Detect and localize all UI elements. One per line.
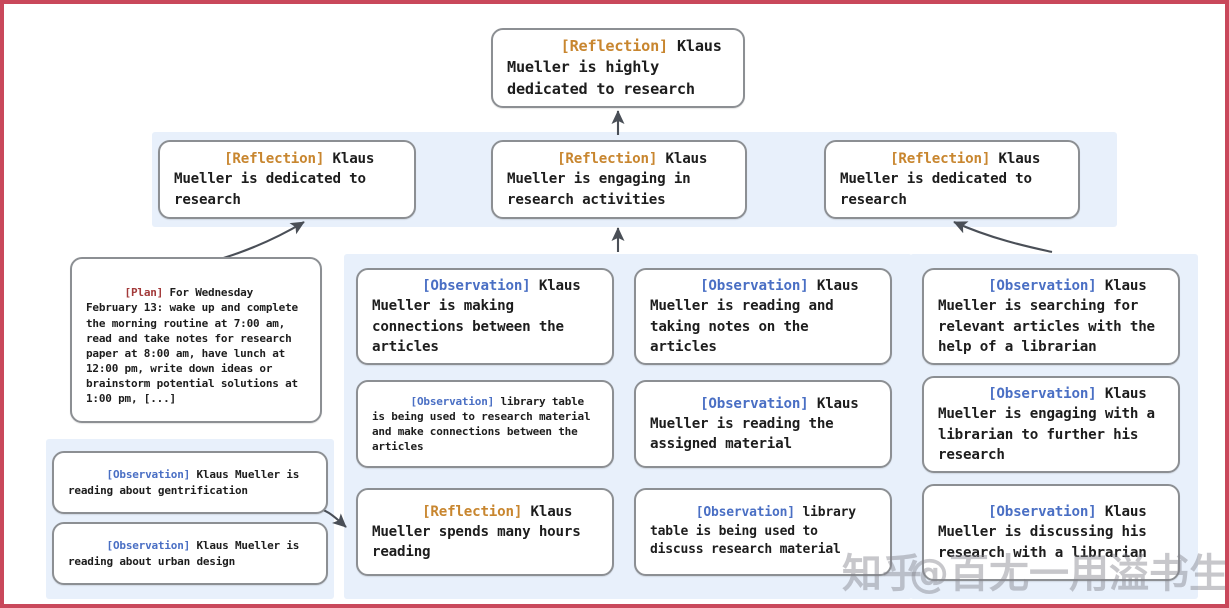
node-root-reflection-text: [Reflection] Klaus Mueller is highly ded…	[493, 14, 743, 122]
observation-body: Klaus Mueller is reading about gentrific…	[68, 468, 306, 497]
reflection-body: Klaus Mueller spends many hours reading	[372, 503, 589, 561]
node-obs-assigned-material[interactable]: [Observation] Klaus Mueller is reading t…	[634, 380, 892, 468]
node-reflection-right[interactable]: [Reflection] Klaus Mueller is dedicated …	[824, 140, 1080, 219]
observation-body: Klaus Mueller is engaging with a librari…	[938, 386, 1164, 463]
node-reflection-right-text: [Reflection] Klaus Mueller is dedicated …	[826, 129, 1078, 230]
watermark-logo: 知乎	[842, 551, 922, 597]
plan-body: For Wednesday February 13: wake up and c…	[86, 286, 305, 406]
node-reflection-hours-reading[interactable]: [Reflection] Klaus Mueller spends many h…	[356, 488, 614, 576]
observation-tag: [Observation]	[695, 505, 795, 521]
observation-body: Klaus Mueller is reading about urban des…	[68, 539, 306, 568]
observation-body: library table is being used to discuss r…	[650, 505, 864, 558]
reflection-body: Klaus Mueller is highly dedicated to res…	[507, 36, 731, 98]
node-obs-connections-text: [Observation] Klaus Mueller is making co…	[358, 256, 612, 377]
observation-tag: [Observation]	[106, 468, 191, 482]
observation-tag: [Observation]	[988, 278, 1097, 295]
watermark-handle: @百尢一用溢书生	[909, 551, 1229, 597]
node-obs-discussing-research-text: [Observation] Klaus Mueller is discussin…	[924, 482, 1178, 583]
node-obs-reading-notes-text: [Observation] Klaus Mueller is reading a…	[636, 256, 890, 377]
reflection-tag: [Reflection]	[422, 503, 523, 520]
reflection-body: Klaus Mueller is dedicated to research	[840, 151, 1049, 208]
node-obs-library-table-discuss[interactable]: [Observation] library table is being use…	[634, 488, 892, 576]
observation-tag: [Observation]	[988, 504, 1097, 521]
node-obs-engaging-librarian-text: [Observation] Klaus Mueller is engaging …	[924, 364, 1178, 485]
observation-tag: [Observation]	[410, 394, 495, 408]
node-obs-urban-design-text: [Observation] Klaus Mueller is reading a…	[54, 523, 326, 584]
observation-body: Klaus Mueller is reading and taking note…	[650, 278, 867, 355]
node-obs-gentrification-text: [Observation] Klaus Mueller is reading a…	[54, 452, 326, 513]
plan-tag: [Plan]	[124, 286, 164, 300]
node-plan[interactable]: [Plan] For Wednesday February 13: wake u…	[70, 257, 322, 423]
reflection-body: Klaus Mueller is dedicated to research	[174, 151, 383, 208]
observation-body: Klaus Mueller is discussing his research…	[938, 504, 1155, 561]
node-reflection-left-text: [Reflection] Klaus Mueller is dedicated …	[160, 129, 414, 230]
node-plan-text: [Plan] For Wednesday February 13: wake u…	[72, 259, 320, 422]
node-obs-discussing-research[interactable]: [Observation] Klaus Mueller is discussin…	[922, 484, 1180, 581]
node-obs-searching-articles[interactable]: [Observation] Klaus Mueller is searching…	[922, 268, 1180, 365]
node-obs-library-table-connections[interactable]: [Observation] library table is being use…	[356, 380, 614, 468]
observation-tag: [Observation]	[700, 395, 809, 412]
reflection-tag: [Reflection]	[560, 36, 669, 55]
reflection-tag: [Reflection]	[557, 151, 658, 168]
node-obs-reading-notes[interactable]: [Observation] Klaus Mueller is reading a…	[634, 268, 892, 365]
node-obs-connections[interactable]: [Observation] Klaus Mueller is making co…	[356, 268, 614, 365]
node-obs-gentrification[interactable]: [Observation] Klaus Mueller is reading a…	[52, 451, 328, 514]
reflection-tag: [Reflection]	[224, 151, 325, 168]
observation-tag: [Observation]	[422, 278, 531, 295]
node-reflection-center[interactable]: [Reflection] Klaus Mueller is engaging i…	[491, 140, 747, 219]
node-obs-engaging-librarian[interactable]: [Observation] Klaus Mueller is engaging …	[922, 376, 1180, 473]
observation-tag: [Observation]	[700, 278, 809, 295]
node-reflection-center-text: [Reflection] Klaus Mueller is engaging i…	[493, 129, 745, 230]
node-reflection-hours-reading-text: [Reflection] Klaus Mueller spends many h…	[358, 482, 612, 583]
node-obs-library-table-connections-text: [Observation] library table is being use…	[358, 378, 612, 469]
node-obs-urban-design[interactable]: [Observation] Klaus Mueller is reading a…	[52, 522, 328, 585]
observation-body: Klaus Mueller is reading the assigned ma…	[650, 395, 867, 453]
observation-tag: [Observation]	[106, 539, 191, 553]
node-obs-assigned-material-text: [Observation] Klaus Mueller is reading t…	[636, 374, 890, 475]
node-obs-library-table-discuss-text: [Observation] library table is being use…	[636, 486, 890, 578]
observation-body: Klaus Mueller is making connections betw…	[372, 278, 589, 355]
observation-tag: [Observation]	[988, 386, 1097, 403]
reflection-tag: [Reflection]	[890, 151, 991, 168]
observation-body: Klaus Mueller is searching for relevant …	[938, 278, 1164, 355]
reflection-body: Klaus Mueller is engaging in research ac…	[507, 151, 716, 208]
node-reflection-left[interactable]: [Reflection] Klaus Mueller is dedicated …	[158, 140, 416, 219]
observation-body: library table is being used to research …	[372, 394, 597, 454]
node-obs-searching-articles-text: [Observation] Klaus Mueller is searching…	[924, 256, 1178, 377]
node-root-reflection[interactable]: [Reflection] Klaus Mueller is highly ded…	[491, 28, 745, 108]
